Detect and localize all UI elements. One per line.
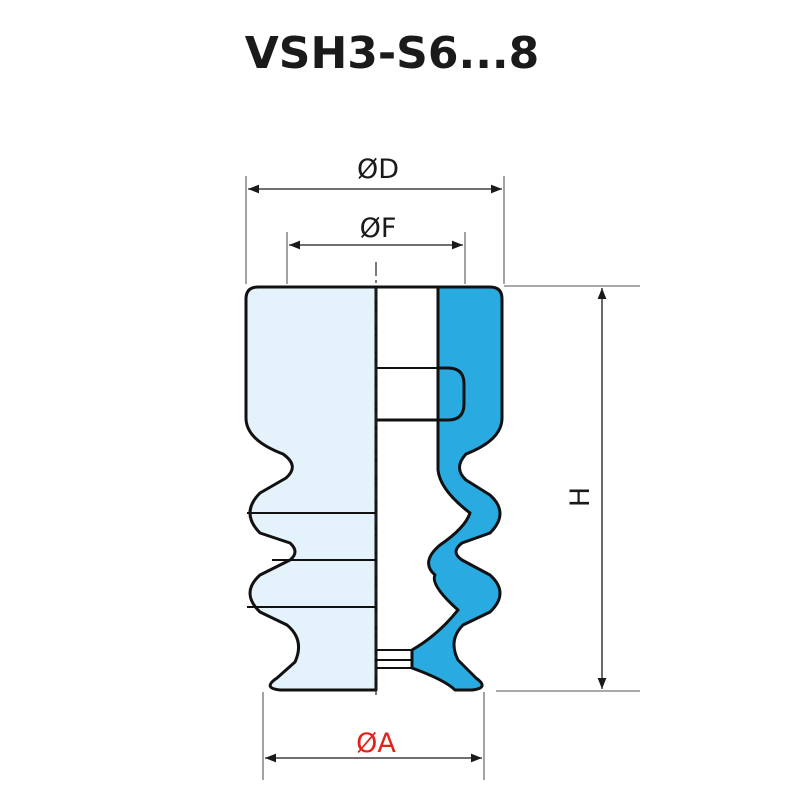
bore-bottom-lines (376, 649, 412, 669)
dimension-label-od: ØD (357, 154, 399, 185)
product-title: VSH3-S6...8 (245, 28, 540, 79)
extension-lines (245, 176, 640, 780)
dimension-label-h: H (565, 487, 596, 507)
dimension-label-of: ØF (360, 213, 397, 244)
bellows-section-wall (410, 285, 504, 692)
bellows-outer-view (244, 285, 378, 692)
fold-lines (247, 512, 376, 608)
dimension-label-oa: ØA (356, 728, 396, 759)
bore-outline (374, 285, 466, 422)
